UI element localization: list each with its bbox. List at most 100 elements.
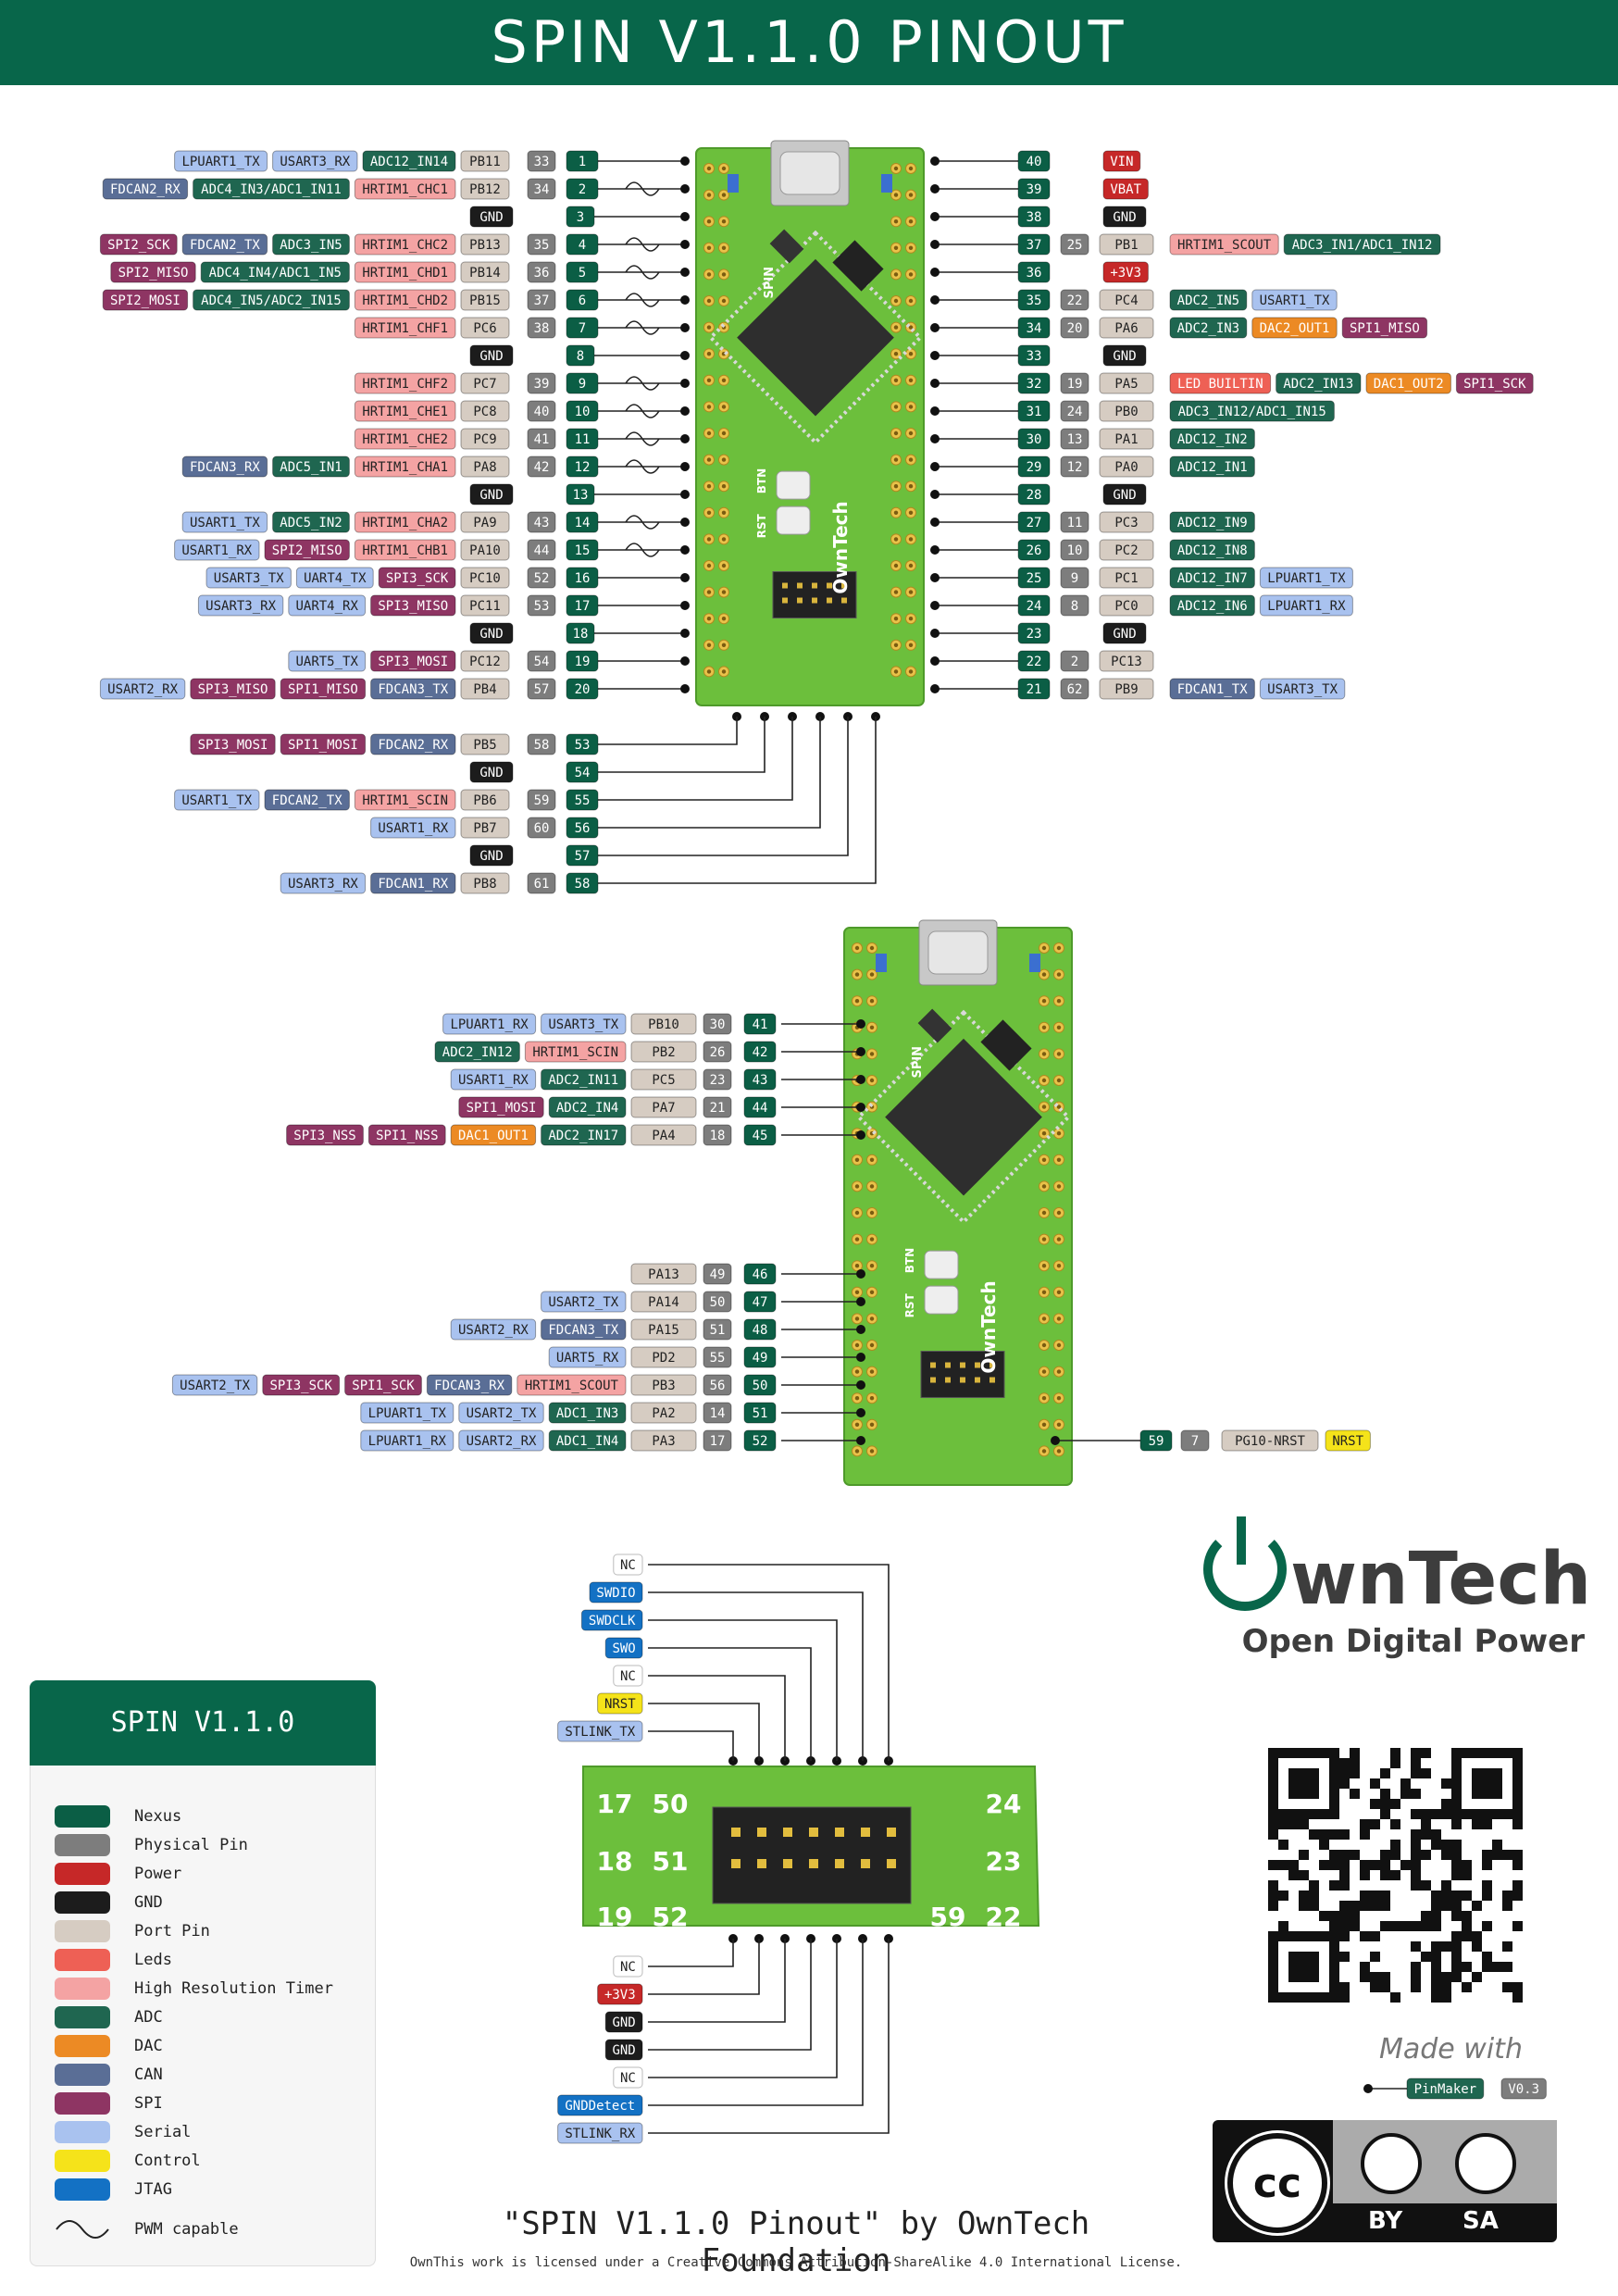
nexus-label: 41	[743, 1013, 777, 1035]
port-pin-label: PC8	[460, 400, 510, 422]
pin-label-text: 11	[1067, 516, 1083, 530]
function-label: SPI1_MOSI	[280, 733, 367, 755]
pin-label-text: SPI2_MISO	[118, 266, 189, 281]
jtag-board-pin-number: 23	[986, 1846, 1022, 1877]
pin-label-text: SPI1_MOSI	[288, 738, 358, 753]
pin-label-text: GND	[612, 2015, 635, 2030]
pin-dot	[680, 379, 690, 388]
physical-pin-label: 24	[1060, 400, 1089, 422]
legend-item: High Resolution Timer	[55, 1977, 333, 2001]
pin-label-text: 35	[534, 238, 550, 253]
legend-swatch	[55, 2064, 110, 2086]
pin-label-text: 49	[710, 1267, 726, 1282]
pin-dot	[856, 1019, 865, 1029]
pin-label-text: 53	[575, 738, 591, 753]
pin-label-text: ADC12_IN7	[1177, 571, 1248, 586]
legend-swatch	[55, 2035, 110, 2057]
function-label: FDCAN3_RX	[426, 1374, 513, 1396]
pin-label-text: 42	[753, 1045, 768, 1060]
nexus-label: 12	[566, 455, 599, 478]
function-label: HRTIM1_SCIN	[524, 1041, 627, 1063]
qr-code[interactable]	[1268, 1748, 1523, 2003]
jtag-leader	[648, 1939, 760, 1995]
pin-label-text: 40	[1027, 155, 1042, 169]
nexus-label: 20	[566, 678, 599, 700]
function-label: ADC5_IN1	[272, 455, 350, 478]
cc-license-badge[interactable]: cc BY SA	[1213, 2120, 1557, 2242]
nexus-label: 23	[1017, 622, 1051, 644]
pin-label-text: SPI2_MOSI	[110, 293, 180, 308]
pin-label-text: PA3	[652, 1434, 675, 1449]
pin-dot	[930, 518, 940, 527]
pin-label-text: NRST	[1332, 1434, 1363, 1449]
pin-label-text: 45	[753, 1129, 768, 1143]
license-text[interactable]: OwnThis work is licensed under a Creativ…	[409, 2255, 1183, 2270]
pin-label-text: 44	[753, 1101, 768, 1116]
pin-dot	[680, 684, 690, 693]
port-pin-label: PB14	[460, 261, 510, 283]
pin-label-text: 42	[534, 460, 550, 475]
pin-label-text: HRTIM1_CHE2	[362, 432, 448, 447]
pin-dot	[680, 629, 690, 638]
pin-label-text: SPI3_MISO	[198, 682, 268, 697]
gnd-label: GND	[469, 483, 514, 505]
pin-label-text: USART1_TX	[181, 793, 252, 808]
pin-label-text: 29	[1027, 460, 1042, 475]
port-pin-label: PB9	[1099, 678, 1154, 700]
pin-label-text: 10	[575, 405, 591, 419]
port-pin-label: PA13	[630, 1263, 697, 1285]
function-label: HRTIM1_CHD1	[354, 261, 456, 283]
pin-label-text: PinMaker	[1414, 2082, 1476, 2097]
pin-label-text: HRTIM1_SCOUT	[525, 1379, 619, 1393]
pin-label-text: PB11	[469, 155, 501, 169]
function-label: USART1_TX	[181, 511, 268, 533]
jtag-bottom-label: NC	[613, 1955, 643, 1978]
port-pin-label: PB4	[460, 678, 510, 700]
pin-label-text: ADC2_IN4	[556, 1101, 618, 1116]
owntech-logo: wnTech Open Digital Power	[1203, 1516, 1592, 1660]
pin-label-text: UART4_TX	[304, 571, 367, 586]
pinmaker-version: V0.3	[1500, 2078, 1547, 2100]
pin-label-text: SPI1_SCK	[352, 1379, 415, 1393]
pin-label-text: PB9	[1114, 682, 1138, 697]
physical-pin-label: 2	[1060, 650, 1089, 672]
pin-label-text: GND	[479, 210, 503, 225]
function-label: USART2_TX	[458, 1402, 544, 1424]
legend-swatch	[55, 1920, 110, 1942]
jtag-leader	[648, 1675, 786, 1761]
physical-pin-label: 61	[527, 872, 556, 894]
pin-label-text: 13	[1067, 432, 1083, 447]
pin-label-text: 17	[575, 599, 591, 614]
pin-label-text: 6	[579, 293, 586, 308]
pin-label-text: 38	[1027, 210, 1042, 225]
board-btn-text: BTN	[903, 1248, 916, 1273]
physical-pin-label: 21	[703, 1096, 732, 1118]
legend-swatch	[55, 1805, 110, 1828]
jtag-board-pin-number: 52	[653, 1902, 689, 1932]
pin-label-text: 22	[1067, 293, 1083, 308]
pin-label-text: USART2_TX	[180, 1379, 250, 1393]
pin-dot	[856, 1269, 865, 1279]
function-label: FDCAN2_TX	[264, 789, 350, 811]
function-label: USART3_TX	[205, 567, 292, 589]
nexus-label: 17	[566, 594, 599, 617]
legend-label: DAC	[134, 2037, 163, 2055]
pin-dot	[930, 212, 940, 221]
physical-pin-label: 30	[703, 1013, 732, 1035]
pin-leader	[596, 717, 849, 856]
pin-dot	[930, 684, 940, 693]
function-label: HRTIM1_CHC2	[354, 233, 456, 256]
legend-label: Leds	[134, 1951, 172, 1969]
nexus-label: 48	[743, 1318, 777, 1341]
pin-label-text: 10	[1067, 543, 1083, 558]
pin-label-text: HRTIM1_SCIN	[532, 1045, 618, 1060]
port-pin-label: PA6	[1099, 317, 1154, 339]
pin-label-text: USART2_TX	[467, 1406, 537, 1421]
function-label: ADC4_IN5/ADC2_IN15	[193, 289, 350, 311]
cc-icon: cc	[1227, 2133, 1327, 2233]
pin-dot	[856, 1436, 865, 1445]
legend-label: GND	[134, 1893, 163, 1912]
legend-label: CAN	[134, 2065, 163, 2084]
port-pin-label: PA14	[630, 1291, 697, 1313]
